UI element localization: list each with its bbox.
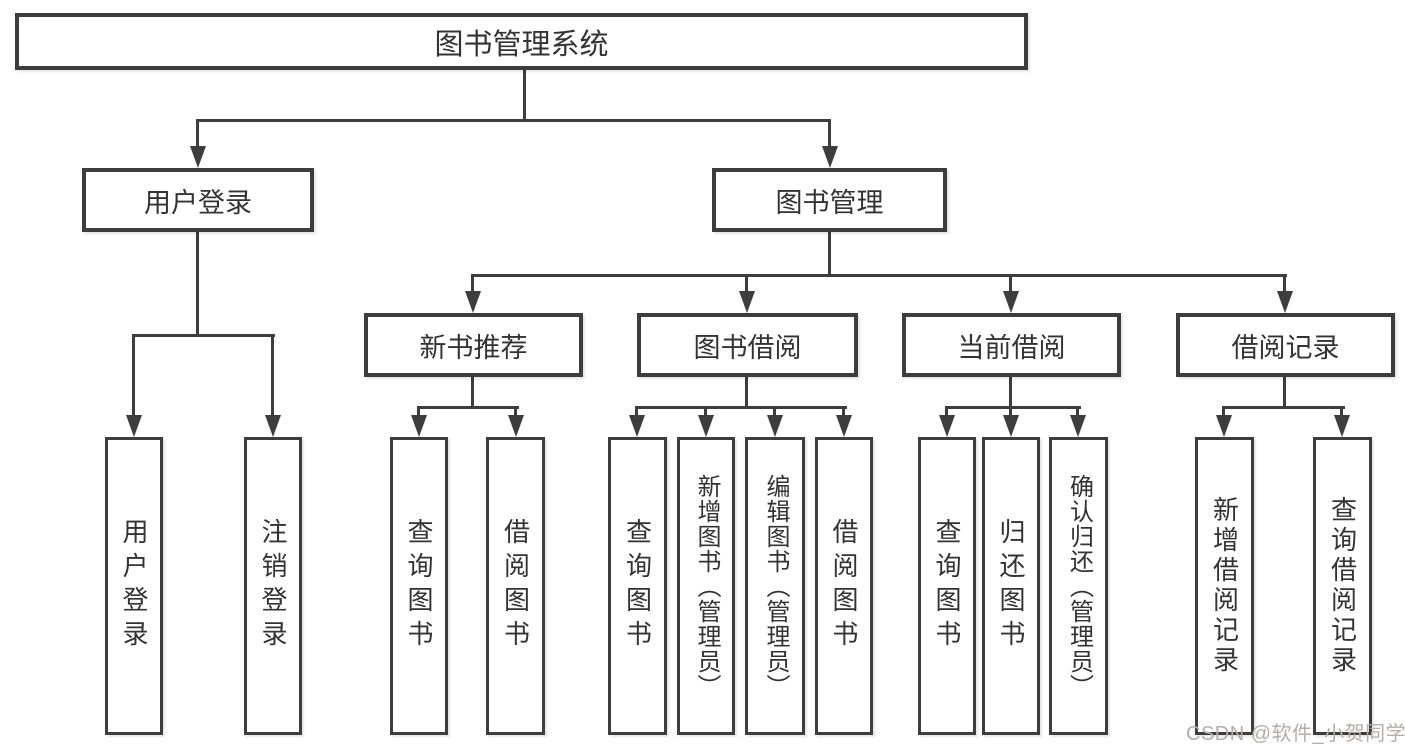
connector-line	[745, 377, 748, 408]
connector-line	[1009, 274, 1012, 294]
arrow-down-icon	[508, 415, 524, 437]
connector-line	[1222, 406, 1345, 409]
node-label: 查询图书	[622, 518, 653, 654]
node-label: 查询图书	[404, 518, 434, 654]
connector-line	[417, 406, 420, 418]
node-book-management: 图书管理	[712, 168, 947, 232]
node-library-management-system: 图书管理系统	[15, 13, 1028, 70]
arrow-down-icon	[629, 415, 645, 437]
node-label: 编辑图书（管理员）	[762, 473, 789, 699]
node-book-borrow: 图书借阅	[637, 313, 858, 377]
arrow-down-icon	[698, 415, 714, 437]
connector-line	[132, 334, 275, 337]
connector-line	[635, 406, 847, 409]
connector-line	[196, 232, 199, 336]
node-leaf-query-borrow-record: 查询借阅记录	[1313, 437, 1372, 735]
node-label: 图书借阅	[693, 332, 802, 363]
connector-line	[523, 70, 526, 122]
node-leaf-add-book-admin: 新增图书（管理员）	[677, 437, 735, 735]
arrow-down-icon	[1003, 415, 1019, 437]
connector-line	[1283, 377, 1286, 408]
node-leaf-add-borrow-record: 新增借阅记录	[1195, 437, 1254, 735]
arrow-down-icon	[126, 415, 142, 437]
connector-line	[1283, 274, 1286, 294]
arrow-down-icon	[1334, 415, 1350, 437]
arrow-down-icon	[190, 146, 206, 168]
arrow-down-icon	[465, 291, 481, 313]
connector-line	[1009, 377, 1012, 408]
connector-line	[471, 377, 474, 408]
connector-line	[471, 274, 1287, 277]
arrow-down-icon	[767, 415, 783, 437]
node-label: 借阅记录	[1231, 332, 1340, 363]
node-label: 用户登录	[144, 187, 252, 218]
arrow-down-icon	[939, 415, 955, 437]
connector-line	[196, 119, 831, 122]
arrow-down-icon	[411, 415, 427, 437]
connector-line	[945, 406, 1081, 409]
arrow-down-icon	[739, 291, 755, 313]
connector-line	[1009, 406, 1012, 418]
arrow-down-icon	[1277, 291, 1293, 313]
node-label: 确认归还（管理员）	[1065, 473, 1093, 699]
node-leaf-borrow-book-2: 借阅图书	[815, 437, 873, 735]
connector-line	[132, 334, 135, 418]
connector-line	[471, 274, 474, 294]
connector-line	[514, 406, 517, 418]
node-label: 图书管理系统	[434, 28, 609, 61]
node-current-borrow: 当前借阅	[902, 313, 1121, 377]
node-new-book-recommend: 新书推荐	[364, 313, 583, 377]
node-label: 用户登录	[119, 518, 149, 654]
connector-line	[196, 119, 199, 151]
node-borrow-records: 借阅记录	[1176, 313, 1395, 377]
connector-line	[704, 406, 707, 418]
node-leaf-query-book-1: 查询图书	[390, 437, 448, 735]
connector-line	[1222, 406, 1225, 418]
connector-line	[1076, 406, 1079, 418]
node-label: 注销登录	[258, 518, 288, 654]
node-label: 当前借阅	[957, 332, 1066, 363]
node-leaf-edit-book-admin: 编辑图书（管理员）	[745, 437, 805, 735]
node-label: 借阅图书	[500, 518, 531, 654]
connector-line	[842, 406, 845, 418]
node-label: 归还图书	[996, 518, 1026, 654]
connector-line	[745, 274, 748, 294]
arrow-down-icon	[836, 415, 852, 437]
node-label: 借阅图书	[829, 518, 859, 654]
node-label: 新增图书（管理员）	[693, 473, 720, 699]
arrow-down-icon	[265, 415, 281, 437]
node-leaf-query-book-3: 查询图书	[918, 437, 976, 735]
connector-line	[417, 406, 519, 409]
arrow-down-icon	[1070, 415, 1086, 437]
node-label: 新增借阅记录	[1209, 496, 1240, 676]
node-label: 查询借阅记录	[1327, 496, 1358, 676]
node-label: 新书推荐	[419, 332, 528, 363]
watermark: CSDN @软件_小贺同学	[1186, 723, 1405, 745]
node-leaf-return-book: 归还图书	[982, 437, 1040, 735]
node-user-login: 用户登录	[82, 168, 314, 232]
node-leaf-confirm-return-admin: 确认归还（管理员）	[1049, 437, 1108, 735]
node-leaf-borrow-book-1: 借阅图书	[486, 437, 545, 735]
connector-line	[945, 406, 948, 418]
node-label: 图书管理	[775, 187, 884, 218]
connector-line	[271, 334, 274, 418]
connector-line	[635, 406, 638, 418]
node-leaf-query-book-2: 查询图书	[608, 437, 667, 735]
node-leaf-logout: 注销登录	[244, 437, 302, 735]
arrow-down-icon	[822, 146, 838, 168]
node-leaf-user-login: 用户登录	[105, 437, 163, 735]
connector-line	[773, 406, 776, 418]
node-label: 查询图书	[932, 518, 962, 654]
connector-line	[828, 232, 831, 277]
connector-line	[828, 119, 831, 151]
connector-line	[1340, 406, 1343, 418]
arrow-down-icon	[1003, 291, 1019, 313]
arrow-down-icon	[1216, 415, 1232, 437]
